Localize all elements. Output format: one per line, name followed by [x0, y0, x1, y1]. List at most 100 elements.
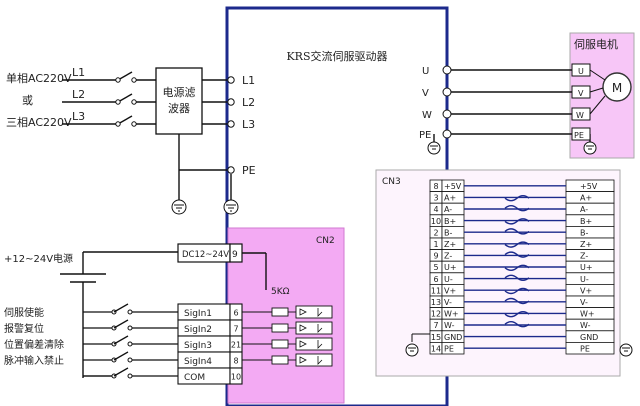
cn3-pin-number: 4 [433, 205, 438, 214]
cn3-encoder-signal: W+ [580, 310, 595, 319]
cn2-signal-pin: 10 [231, 373, 241, 382]
cn3-pin-signal: PE [444, 344, 454, 353]
cn2-signal-pin: 8 [233, 357, 238, 366]
motor-terminal-u: U [578, 67, 584, 76]
output-w: W [422, 110, 432, 121]
motor-ground-icon [583, 141, 597, 155]
cn2-row: 脉冲输入禁止 SigIn4 8 [4, 351, 333, 369]
cn2-row: COM 10 [83, 367, 243, 385]
cn3-pin-signal: A- [444, 205, 452, 214]
cn3-pin-signal: W- [444, 321, 455, 330]
cn3-pin-signal: B+ [444, 217, 456, 226]
cn3-pin-number: 7 [433, 321, 438, 330]
cn3-pin-signal: GND [444, 333, 462, 342]
cn2-function-label: 报警复位 [4, 322, 44, 335]
twisted-pair-mark [504, 195, 530, 212]
cn2-label: CN2 [316, 236, 335, 246]
output-v: V [422, 88, 429, 99]
cn2-signal-name: COM [184, 373, 205, 383]
dc-supply-label: DC12~24V [182, 250, 229, 260]
cn3-pin-number: 11 [431, 286, 441, 295]
cn2-function-label: 脉冲输入禁止 [4, 354, 64, 367]
cn3-pin-number: 15 [431, 333, 441, 342]
output-u: U [422, 66, 429, 77]
cn2-signal-name: SigIn2 [184, 325, 212, 335]
terminal-pe: PE [242, 164, 256, 177]
cn3-pin-signal: +5V [444, 182, 462, 191]
cn3-encoder-signal: U+ [580, 263, 593, 272]
cn3-encoder-signal: U- [580, 275, 589, 284]
dc-supply-pin: 9 [232, 250, 238, 260]
cn2-signal-name: SigIn1 [184, 309, 212, 319]
line-label-l3: L3 [72, 110, 85, 123]
cn3-pin-number: 5 [433, 263, 438, 272]
cn3-pin-signal: A+ [444, 194, 456, 203]
cn3-pin-number: 12 [431, 310, 441, 319]
cn3-encoder-signal: V- [580, 298, 588, 307]
motor-terminal-w: W [576, 111, 584, 120]
driver-pe-ground-icon [427, 141, 441, 155]
cn3-pin-number: 14 [431, 344, 441, 353]
cn3-pin-signal: Z- [444, 252, 452, 261]
power-label-single: 单相AC220V [6, 72, 72, 85]
terminal-l1: L1 [242, 74, 255, 87]
motor-label: 伺服电机 [574, 37, 618, 51]
cn3-pin-number: 3 [433, 194, 438, 203]
cn3-encoder-signal: GND [580, 333, 598, 342]
power-filter-label-1: 电源滤 [163, 85, 196, 99]
cn3-encoder-signal: B+ [580, 217, 592, 226]
cn3-pin-number: 2 [433, 228, 438, 237]
cn3-encoder-signal: B- [580, 228, 588, 237]
cn3-pin-signal: V+ [444, 286, 456, 295]
cn3-pin-signal: U+ [444, 263, 457, 272]
twisted-pair-mark [504, 287, 530, 305]
cn3-encoder-signal: W- [580, 321, 591, 330]
line-label-l1: L1 [72, 66, 85, 79]
cn3-pin-signal: W+ [444, 310, 459, 319]
resistor-label: 5KΩ [271, 287, 290, 297]
filter-ground-icon [171, 199, 187, 215]
power-filter-box [155, 67, 203, 135]
cn2-supply-label: +12~24V电源 [4, 252, 73, 265]
line-label-l2: L2 [72, 88, 85, 101]
cn2-function-label: 伺服使能 [4, 306, 44, 319]
cn3-row: 2 B- B- [429, 225, 615, 239]
terminal-l2: L2 [242, 96, 255, 109]
driver-power-terminals [227, 76, 235, 174]
motor-terminal-v: V [578, 89, 584, 98]
cn3-pin-number: 9 [433, 252, 438, 261]
cn3-encoder-signal: +5V [580, 182, 598, 191]
motor-terminal-pe: PE [574, 131, 584, 140]
cn3-pin-number: 10 [431, 217, 441, 226]
twisted-pair-mark [504, 264, 530, 281]
encoder-ground-icon [619, 343, 633, 357]
twisted-pair-mark [504, 241, 530, 258]
cn3-pin-number: 1 [433, 240, 438, 249]
cn3-encoder-signal: V+ [580, 286, 592, 295]
cn3-encoder-signal: A- [580, 205, 588, 214]
motor-symbol [602, 72, 632, 102]
pe-ground-icon [223, 199, 239, 215]
cn3-pin-signal: U- [444, 275, 453, 284]
cn3-pin-number: 8 [433, 182, 438, 191]
motor-output-wires [433, 65, 591, 142]
cn2-signal-name: SigIn4 [184, 357, 212, 367]
motor-symbol-label: M [612, 81, 622, 95]
power-label-three: 三相AC220V [6, 116, 72, 129]
motor-terminal-boxes [571, 63, 606, 141]
cn3-pin-signal: B- [444, 228, 452, 237]
driver-title: KRS交流伺服驱动器 [286, 49, 387, 63]
power-lines [62, 71, 156, 127]
